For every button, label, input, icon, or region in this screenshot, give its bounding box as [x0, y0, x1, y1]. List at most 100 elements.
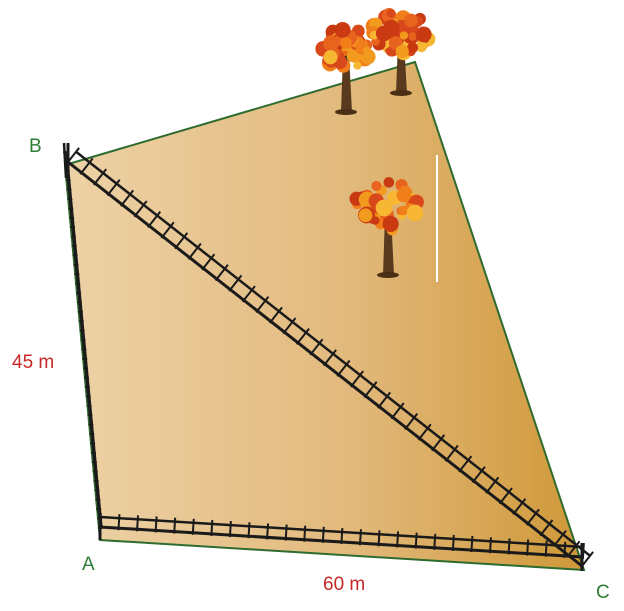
- vertex-label-a: A: [82, 554, 95, 575]
- fence-ac-picket: [321, 526, 325, 543]
- fence-bc-picket: [93, 168, 107, 186]
- fence-bc-picket: [187, 242, 202, 260]
- tree-icon-middle-leaf: [382, 215, 399, 232]
- fence-ac-picket: [303, 525, 307, 542]
- fence-ac-picket: [117, 514, 121, 531]
- fence-bc-picket: [404, 413, 419, 430]
- fence-ac-picket: [544, 540, 548, 557]
- fence-ac-picket: [433, 533, 437, 550]
- tree-icon-top-left-leaf: [353, 61, 362, 70]
- fence-ac-picket: [377, 530, 381, 547]
- fence-bc-picket: [106, 179, 121, 197]
- fence-bc-picket: [485, 476, 500, 494]
- tree-icon-middle-leaf: [375, 199, 393, 217]
- fence-bc-picket: [377, 391, 392, 409]
- fence-bc-picket: [512, 498, 527, 516]
- fence-bc-picket: [214, 264, 229, 282]
- tree-icon-top-left-leaf: [339, 37, 352, 49]
- fence-ac-picket: [396, 531, 400, 548]
- tree-icon-middle-leaf: [371, 180, 382, 192]
- fence-bc-picket: [295, 327, 310, 345]
- tree-icon-top-right-leaf: [399, 31, 409, 40]
- fence-bc-picket: [390, 402, 405, 420]
- tree-icon-top-left-leaf: [323, 50, 338, 65]
- tree-icon-top-left: [315, 21, 376, 115]
- fence-bc-picket: [539, 519, 554, 537]
- fence-bc-picket: [458, 455, 473, 473]
- fence-bc-picket: [471, 466, 486, 484]
- fence-bc-picket: [201, 253, 216, 271]
- fence-ac-picket: [340, 527, 344, 545]
- fence-ac-picket: [191, 518, 195, 535]
- fence-bc-picket: [282, 317, 297, 335]
- fence-ac-picket: [451, 534, 455, 551]
- tree-icon-middle-leaf: [398, 205, 408, 216]
- fence-bc-picket: [241, 285, 256, 303]
- fence-ac-picket: [210, 519, 214, 536]
- tree-icon-top-right-leaf: [415, 26, 432, 43]
- tree-icon-top-right-leaf: [386, 9, 396, 18]
- fence-bc-picket: [309, 338, 324, 356]
- tree-icon-top-right-leaf: [404, 13, 418, 28]
- fence-bc-picket: [120, 189, 135, 207]
- vertex-label-c: C: [596, 582, 610, 603]
- fence-ac-picket: [507, 538, 511, 555]
- fence-bc-picket: [336, 359, 351, 377]
- fence-ac-picket: [470, 536, 474, 553]
- tree-icon-middle-leaf: [383, 177, 395, 188]
- tree-icon-middle-leaf: [406, 204, 424, 222]
- fence-ac-picket: [136, 515, 140, 532]
- fence-bc-picket: [160, 221, 175, 239]
- tree-icon-middle-leaf: [358, 208, 373, 223]
- fence-bc-picket: [525, 508, 540, 526]
- fence-bc-picket: [498, 487, 513, 505]
- fence-bc-picket: [228, 274, 243, 292]
- fence-ac-picket: [358, 529, 362, 546]
- trees: [315, 7, 436, 278]
- tree-icon-middle: [349, 177, 424, 278]
- fence-ac-picket: [414, 532, 418, 549]
- fence-ac-picket: [247, 522, 251, 539]
- fence-ac-picket: [228, 521, 232, 538]
- fence-ac-picket: [266, 523, 270, 540]
- tree-icon-top-left-leaf: [362, 46, 372, 55]
- fence-bc-picket: [322, 349, 337, 367]
- measure-label-ab: 45 m: [12, 352, 55, 373]
- fence-ac-picket: [154, 516, 158, 533]
- fence-bc-picket: [431, 434, 446, 452]
- field-quadrilateral: [63, 60, 586, 572]
- fence-bc: [65, 147, 594, 569]
- fence-bc-picket: [417, 423, 432, 441]
- tree-icon-top-left-leaf: [334, 21, 351, 38]
- fence-bc-picket: [255, 296, 270, 314]
- tree-icon-middle-leaf: [396, 187, 412, 203]
- fence-ac-picket: [488, 537, 492, 554]
- fence-ab: [62, 142, 103, 529]
- tree-icon-top-right-leaf: [407, 42, 419, 54]
- fence-bc-picket: [174, 232, 189, 250]
- fence-bc-picket: [566, 540, 581, 558]
- fence-ac-picket: [284, 524, 288, 541]
- tree-icon-top-right-base: [390, 90, 412, 96]
- fence-bc-picket: [268, 306, 283, 324]
- tree-icon-top-right: [365, 7, 436, 96]
- fence-ac-picket: [526, 539, 530, 556]
- vertex-label-b: B: [29, 136, 42, 157]
- tree-icon-middle-base: [377, 272, 399, 278]
- measure-label-ac: 60 m: [323, 574, 366, 595]
- tree-icon-top-right-leaf: [375, 25, 392, 42]
- fence-bc-picket: [133, 200, 148, 218]
- fence-bc-picket: [552, 529, 567, 547]
- fences: [62, 142, 594, 571]
- fence-bc-picket: [350, 370, 364, 388]
- tree-icon-top-right-leaf: [371, 37, 380, 46]
- tree-icon-top-left-base: [335, 109, 357, 115]
- tree-icon-top-right-leaf: [415, 40, 427, 53]
- fence-ac-picket: [173, 517, 177, 534]
- fence-bc-picket: [79, 157, 94, 175]
- fence-ac-picket: [563, 541, 567, 558]
- fence-bc-picket: [363, 381, 378, 399]
- fence-bc-picket: [444, 444, 459, 462]
- tree-icon-top-right-leaf: [395, 44, 409, 58]
